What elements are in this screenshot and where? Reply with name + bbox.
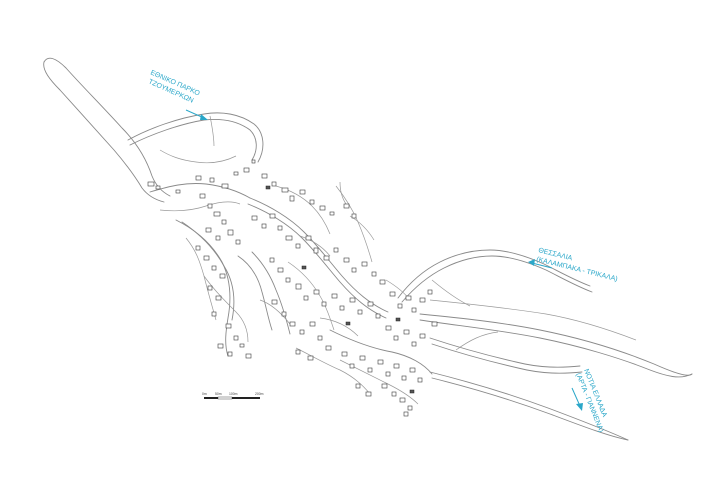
arrowhead-south — [576, 403, 583, 411]
scale-tick-1: 50m — [215, 392, 222, 396]
label-thessalia-line2: (ΚΑΛΑΜΠΑΚΑ - ΤΡΙΚΑΛΑ) — [536, 256, 619, 283]
scale-seg-3 — [232, 397, 260, 399]
label-national-park: ΕΘΝΙΚΟ ΠΑΡΚΟ ΤΖΟΥΜΕΡΚΩΝ — [147, 69, 208, 120]
label-south-greece: ΝΟΤΙΑ ΕΛΛΑΔΑ (ΑΡΤΑ - ΓΙΑΝΝΕΝΑ) — [571, 368, 608, 433]
scale-tick-3: 200m — [255, 392, 264, 396]
arrow-thessalia — [531, 262, 553, 269]
scale-bar: 0m 50m 100m 200m — [202, 392, 264, 400]
arrowhead-national-park — [200, 114, 208, 120]
buildings — [147, 159, 438, 417]
label-thessalia: ΘΕΣΣΑΛΙΑ (ΚΑΛΑΜΠΑΚΑ - ΤΡΙΚΑΛΑ) — [528, 247, 618, 283]
arrowhead-thessalia — [528, 259, 535, 266]
scale-seg-2 — [217, 396, 233, 400]
scale-tick-0: 0m — [202, 392, 207, 396]
scale-tick-2: 100m — [229, 392, 238, 396]
scale-seg-1 — [204, 397, 218, 399]
arrow-south — [571, 387, 581, 407]
